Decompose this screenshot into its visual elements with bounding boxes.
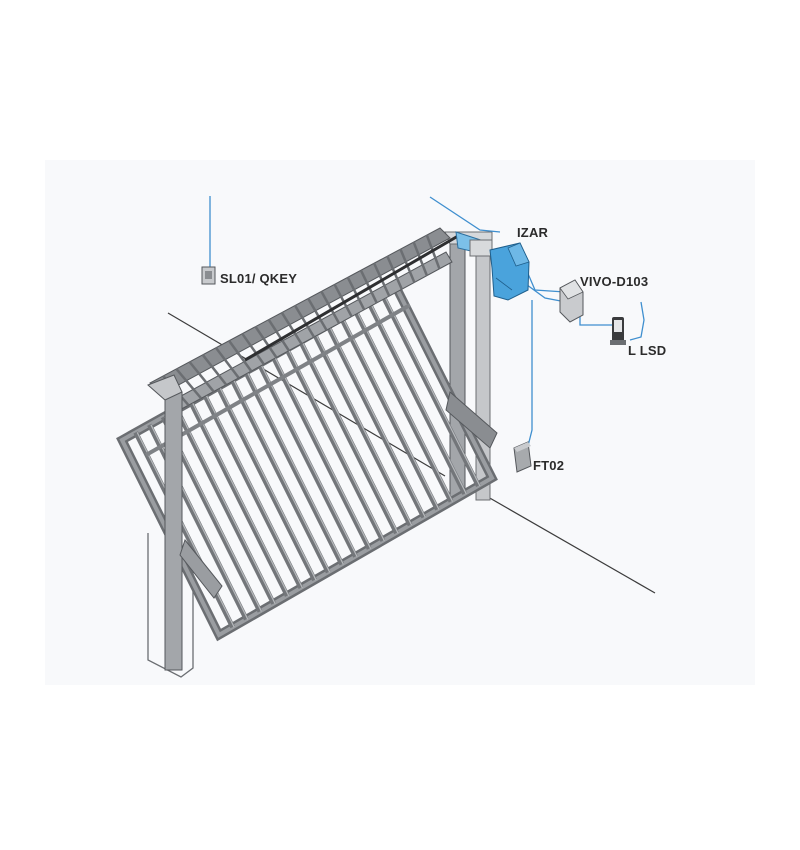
gate-bar-highlight <box>136 432 235 628</box>
operator-label: IZAR <box>517 225 549 240</box>
gate-bar <box>174 408 276 605</box>
upper-frame-rung <box>333 283 353 318</box>
upper-frame-rung <box>293 304 316 338</box>
gate-bar <box>311 331 413 527</box>
foundation-outline <box>147 533 194 678</box>
upper-frame-rung <box>307 297 328 331</box>
gate-top-rail <box>145 303 411 457</box>
gate-bar <box>188 400 290 597</box>
gate-bar <box>325 324 426 519</box>
upper-frame-rung <box>241 332 265 365</box>
upper-frame-rung <box>175 368 203 400</box>
gate-bar <box>352 308 454 503</box>
upper-frame-rung <box>280 311 303 345</box>
gate-bar <box>243 370 345 566</box>
photocell-icon <box>513 441 532 473</box>
gate-bar-highlight <box>355 309 454 502</box>
selector-label: SL01/ QKEY <box>220 271 298 286</box>
control-unit-label: VIVO-D103 <box>580 274 649 289</box>
upper-frame-rung <box>254 325 278 359</box>
upper-frame-rung <box>267 318 290 352</box>
gate-bar-highlight <box>342 317 440 510</box>
gate-operator-icon <box>455 231 530 301</box>
gate-bar-highlight <box>232 378 331 573</box>
gate-bar <box>297 339 399 535</box>
lower-hinge-arm <box>179 538 223 599</box>
gate-bar-highlight <box>205 393 303 589</box>
gate-bar-highlight <box>369 302 467 494</box>
right-hinge-bracket <box>445 391 498 449</box>
gate-bar <box>380 293 481 487</box>
gate-bar <box>284 347 386 542</box>
control-box-icon <box>559 279 584 323</box>
gate-bar-highlight <box>218 386 317 581</box>
upper-frame-rung <box>320 290 341 324</box>
ground-lines <box>167 312 656 594</box>
upper-frame-rung <box>346 276 366 311</box>
gate-bar-highlight <box>383 294 481 487</box>
upper-frame-rung <box>188 361 215 393</box>
operator-arm <box>244 234 459 362</box>
gate-bar-highlight <box>177 409 276 604</box>
gate-bar <box>256 362 358 558</box>
flashing-light-label: L LSD <box>628 343 667 358</box>
gate-bar-highlight <box>246 370 344 565</box>
gate-bar <box>201 392 304 590</box>
gate-bar <box>366 301 467 495</box>
gate-bar <box>229 377 331 574</box>
key-selector-icon <box>201 266 216 285</box>
upper-frame-rung <box>228 339 253 372</box>
left-post <box>147 374 183 671</box>
gate-bar-highlight <box>259 363 358 557</box>
gate-bar-highlight <box>301 340 399 534</box>
gate-bar <box>270 354 372 550</box>
gate-bar-highlight <box>328 324 426 518</box>
gate-bar-highlight <box>191 401 290 597</box>
gate-bar-highlight <box>273 355 372 549</box>
gate-bar-highlight <box>314 332 413 526</box>
upper-frame-rung <box>201 354 228 386</box>
gate-bar-highlight <box>287 347 385 542</box>
upper-frame-rung <box>214 347 240 379</box>
photocell-label: FT02 <box>533 458 565 473</box>
gate-bar <box>215 385 317 582</box>
gate-bar <box>338 316 440 511</box>
warning-lamp-icon <box>610 317 626 345</box>
